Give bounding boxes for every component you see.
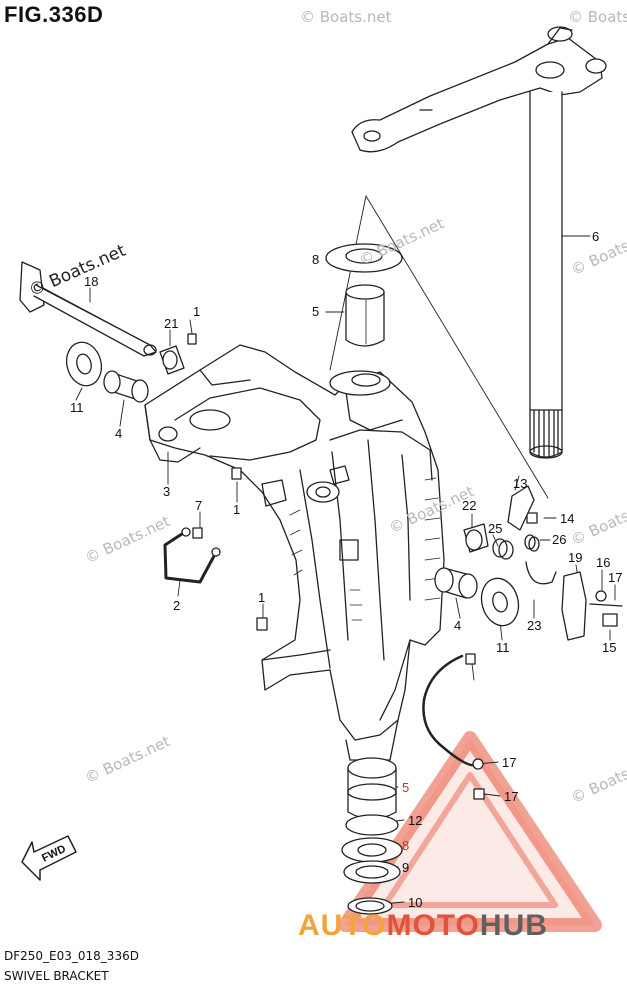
callout-14: 17 bbox=[504, 789, 518, 804]
callout-17b: 22 bbox=[462, 498, 476, 513]
figure-title: FIG.336D bbox=[4, 2, 104, 27]
callout-8b: 8 bbox=[402, 838, 409, 853]
callout-16: 19 bbox=[568, 550, 582, 565]
callout-20: 14 bbox=[560, 511, 574, 526]
callout-12: 12 bbox=[408, 813, 422, 828]
callout-1a: 1 bbox=[193, 304, 200, 319]
watermark: © Boats.net bbox=[300, 8, 392, 26]
logo-part-moto: MOTO bbox=[386, 909, 480, 942]
callout-5b: 5 bbox=[402, 780, 409, 795]
callout-1b: 1 bbox=[233, 502, 240, 517]
swivel-bracket-body bbox=[144, 344, 445, 761]
lower-bushing-stack bbox=[341, 757, 403, 915]
callout-23: 17 bbox=[608, 570, 622, 585]
ground-wire bbox=[163, 527, 221, 584]
callout-18: 23 bbox=[527, 618, 541, 633]
upper-bushing bbox=[325, 243, 403, 347]
figure-code: DF250_E03_018_336D bbox=[4, 949, 139, 963]
callout-10: 10 bbox=[408, 895, 422, 910]
callout-3: 3 bbox=[163, 484, 170, 499]
o-ring bbox=[492, 534, 540, 560]
callout-13: 17 bbox=[502, 755, 516, 770]
callout-9: 9 bbox=[402, 860, 409, 875]
figure-caption: SWIVEL BRACKET bbox=[4, 969, 109, 983]
callout-6: 6 bbox=[592, 229, 599, 244]
callout-2: 2 bbox=[173, 598, 180, 613]
logo-wordmark: AUTOMOTOHUB bbox=[298, 909, 548, 943]
logo-part-hub: HUB bbox=[479, 909, 548, 942]
callout-7: 7 bbox=[195, 498, 202, 513]
logo-triangle-icon bbox=[338, 731, 602, 932]
callout-22: 16 bbox=[596, 555, 610, 570]
callout-17a: 21 bbox=[164, 316, 178, 331]
logo-part-auto: AUTO bbox=[298, 909, 387, 942]
ground-cable bbox=[422, 654, 484, 770]
callout-15: 18 bbox=[84, 274, 98, 289]
tilt-shaft bbox=[19, 261, 157, 357]
callout-19: 13 bbox=[513, 476, 527, 491]
steering-arm bbox=[351, 26, 607, 153]
callout-labels: 6 8 5 18 1 21 11 4 3 1 7 2 1 22 25 13 14… bbox=[70, 229, 622, 910]
leader-lines bbox=[33, 195, 616, 905]
watermark: © Boats.net bbox=[568, 8, 627, 26]
forward-arrow-icon: FWD bbox=[21, 835, 77, 881]
tilt-bushing bbox=[103, 370, 478, 599]
callout-4a: 4 bbox=[115, 426, 122, 441]
stopper-bracket bbox=[507, 485, 587, 641]
bolt bbox=[187, 333, 623, 800]
steering-shaft bbox=[529, 91, 563, 459]
callout-1c: 1 bbox=[258, 590, 265, 605]
callout-11a: 11 bbox=[70, 400, 84, 415]
callout-4b: 4 bbox=[454, 618, 461, 633]
grease-bushing bbox=[159, 345, 489, 553]
callout-11b: 11 bbox=[496, 640, 510, 655]
callout-21: 15 bbox=[602, 640, 616, 655]
callout-24: 25 bbox=[488, 521, 502, 536]
callout-8a: 8 bbox=[312, 252, 319, 267]
callout-5a: 5 bbox=[312, 304, 319, 319]
washer bbox=[65, 341, 520, 627]
callout-25: 26 bbox=[552, 532, 566, 547]
